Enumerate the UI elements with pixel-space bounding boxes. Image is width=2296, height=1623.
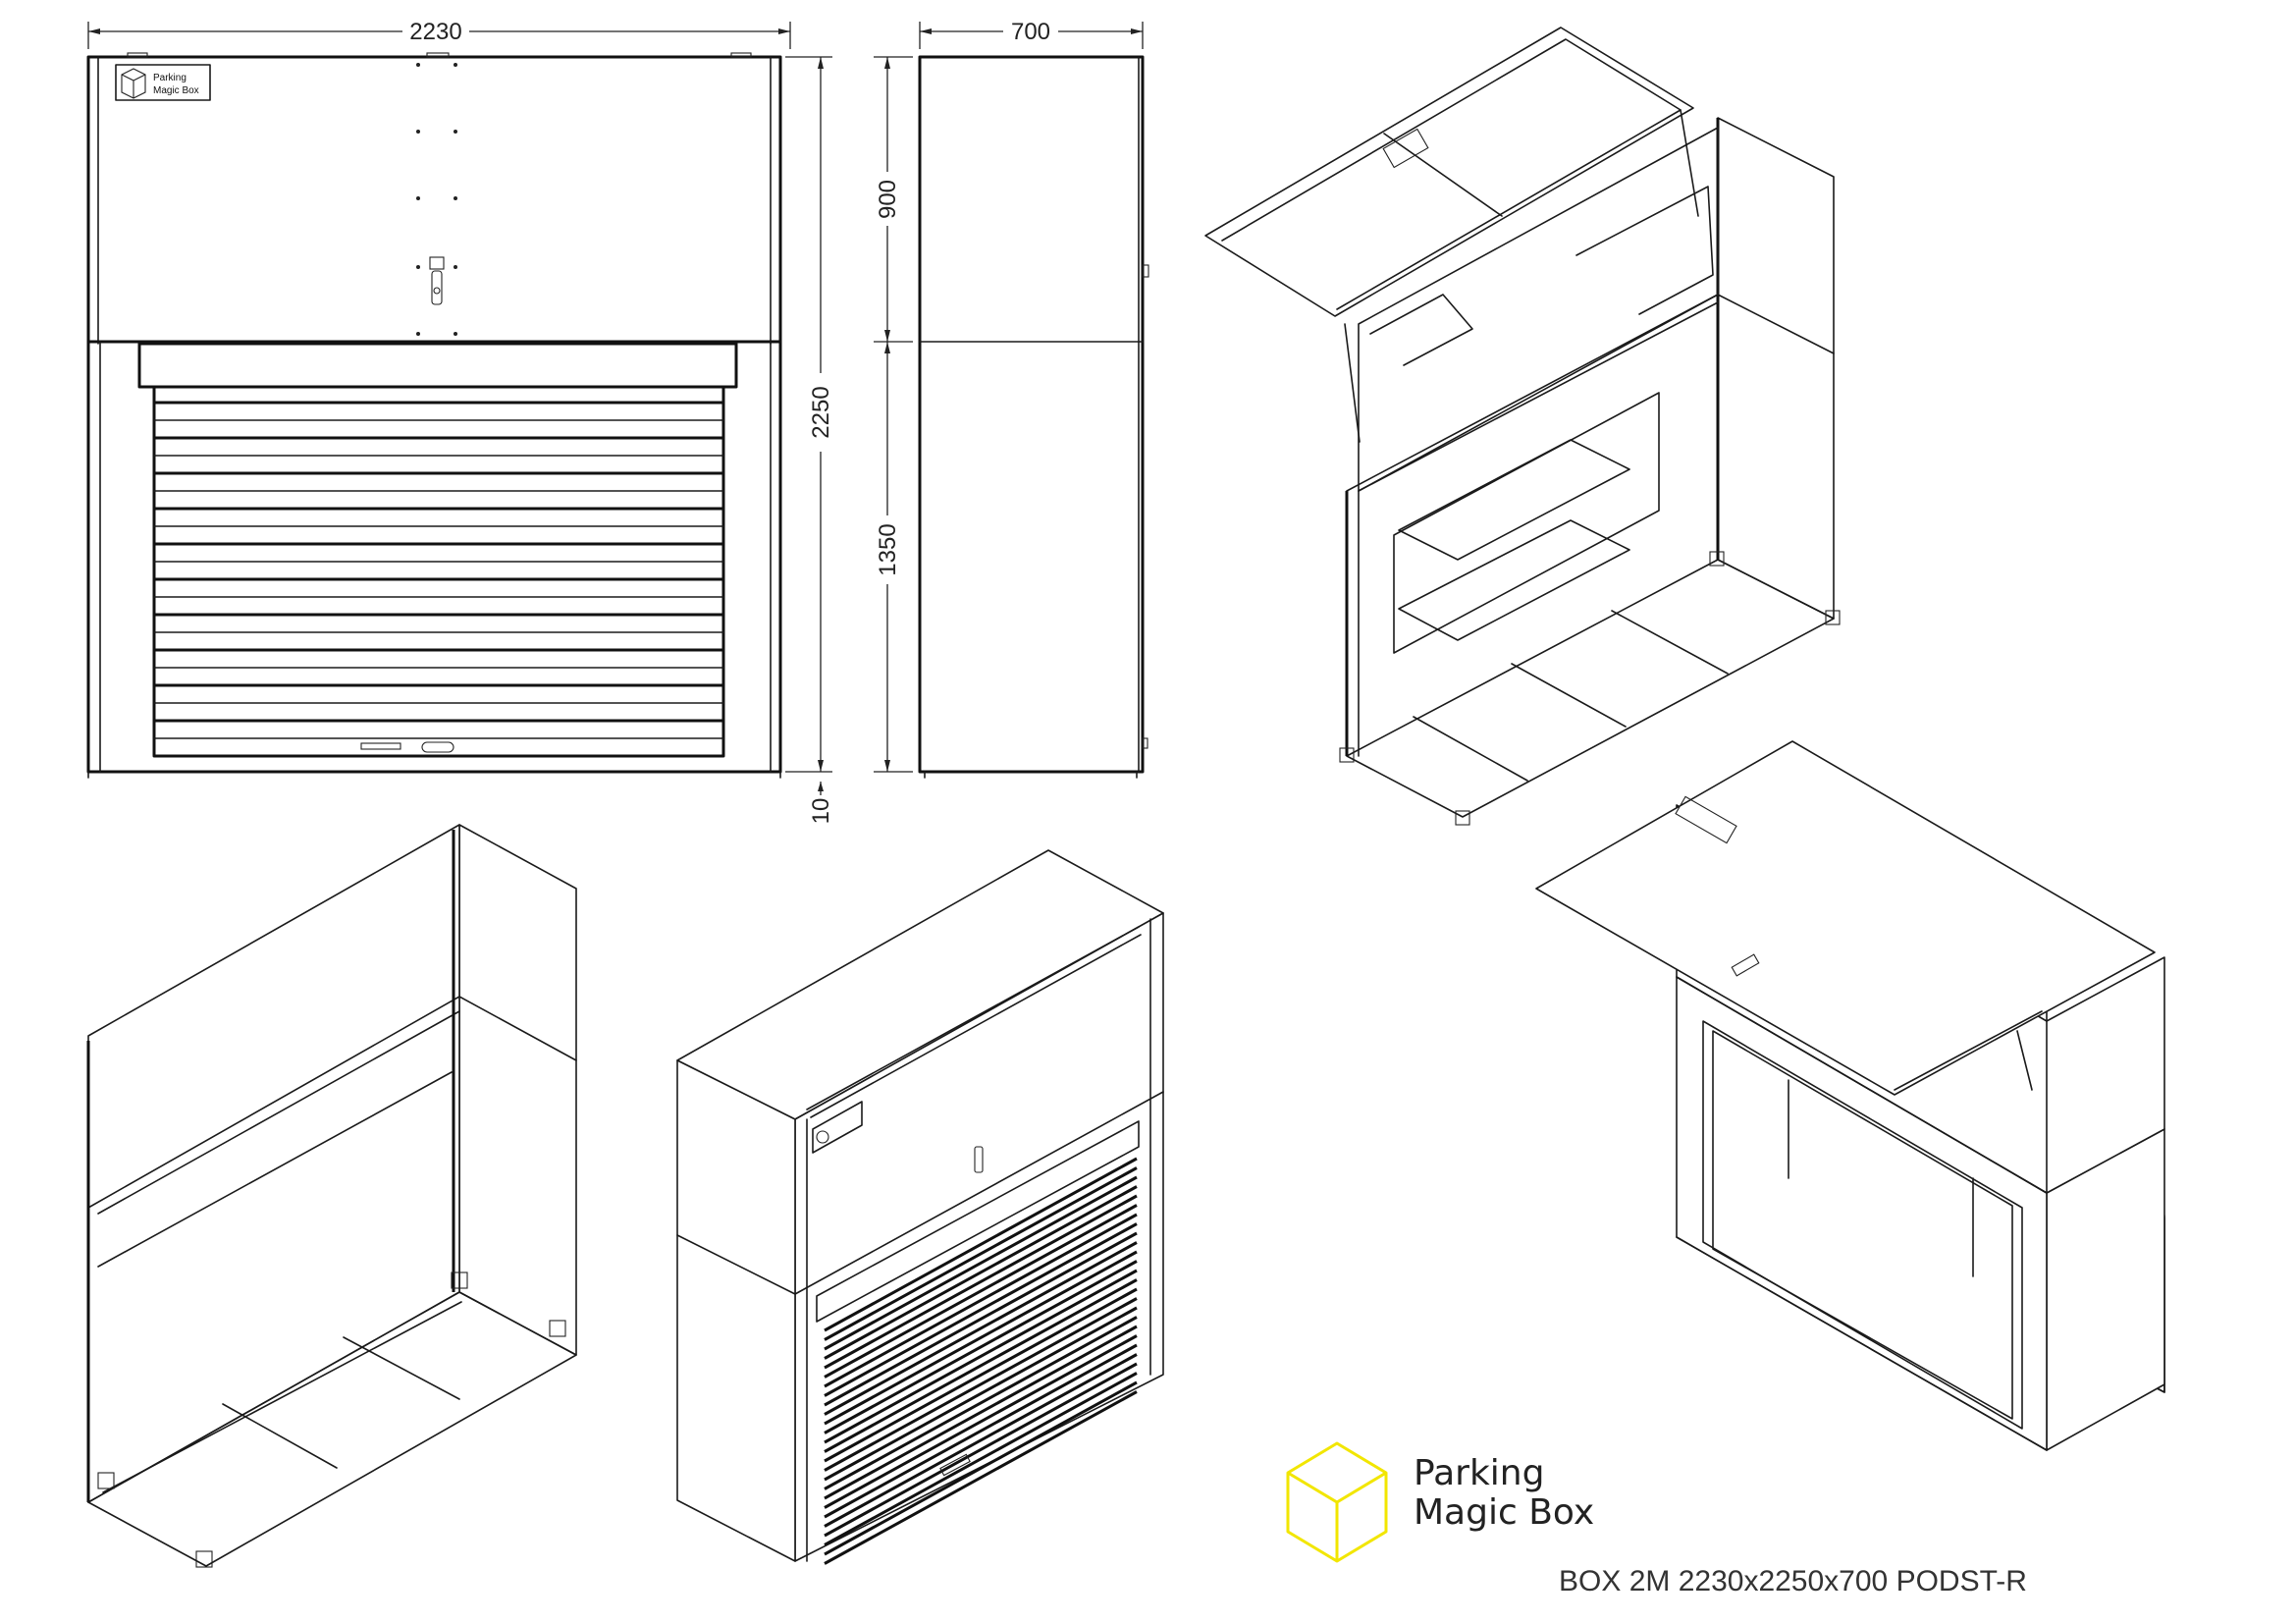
- dim-label-height-top: 900: [875, 180, 901, 219]
- front-elevation-view: Parking Magic Box: [86, 52, 782, 779]
- isometric-open-flap-view: [1535, 740, 2165, 1451]
- isometric-frame-view: [86, 824, 577, 1568]
- iso-shutter-slat: [824, 1204, 1138, 1379]
- iso-shutter-slat: [824, 1250, 1138, 1426]
- iso-shutter-slat: [824, 1260, 1138, 1434]
- iso-shutter-slat: [824, 1306, 1138, 1482]
- dimension-height-total: 2250 10: [785, 56, 834, 825]
- iso-shutter-slat: [824, 1334, 1138, 1509]
- fastener-dots: [416, 63, 457, 336]
- dim-label-height-total: 2250: [808, 386, 834, 438]
- iso-shutter-slat: [824, 1194, 1138, 1370]
- iso-shutter-slat: [824, 1278, 1138, 1453]
- brand-name-line1: Parking: [1414, 1453, 1544, 1493]
- iso-shutter-slat: [824, 1390, 1138, 1565]
- svg-text:Parking: Parking: [153, 73, 187, 83]
- dim-label-width: 2230: [409, 19, 461, 45]
- brand-name-line2: Magic Box: [1414, 1492, 1594, 1533]
- model-label: BOX 2M 2230x2250x700 PODST-R: [1559, 1565, 2027, 1597]
- iso-shutter-slat: [824, 1231, 1138, 1407]
- iso-shutter-slat: [824, 1372, 1138, 1546]
- iso-shutter-slat: [824, 1362, 1138, 1538]
- small-logo-iso: [812, 1101, 863, 1154]
- side-elevation-view: [918, 55, 1149, 779]
- svg-text:Magic Box: Magic Box: [153, 85, 199, 96]
- iso-shutter-slat: [824, 1343, 1138, 1519]
- iso-shutter-slat: [824, 1157, 1138, 1332]
- iso-shutter-slat: [824, 1316, 1138, 1490]
- iso-shutter-slat: [824, 1325, 1138, 1500]
- iso-shutter-slat: [824, 1353, 1138, 1528]
- dimension-height-parts: 900 1350: [874, 56, 913, 773]
- roller-shutter-slats: [153, 401, 724, 739]
- brand-logo: Parking Magic Box: [1286, 1441, 1594, 1563]
- dim-label-depth: 700: [1011, 19, 1050, 45]
- iso-shutter-slat: [824, 1175, 1138, 1351]
- dim-label-height-bottom: 1350: [875, 523, 901, 575]
- iso-shutter-slat: [824, 1213, 1138, 1388]
- isometric-open-top-view: [1204, 27, 1841, 826]
- iso-shutter-slat: [824, 1287, 1138, 1463]
- iso-shutter-slat: [824, 1269, 1138, 1444]
- iso-shutter-slat: [824, 1297, 1138, 1472]
- iso-shutter-slat: [824, 1222, 1138, 1397]
- iso-shutter-slat: [824, 1166, 1138, 1341]
- small-logo-front: Parking Magic Box: [115, 64, 211, 101]
- dim-label-ground-gap: 10: [808, 798, 834, 825]
- iso-shutter-slat: [824, 1241, 1138, 1416]
- isometric-shutter-slats: [824, 1157, 1138, 1565]
- dimension-width: 2230: [87, 19, 791, 49]
- iso-shutter-slat: [824, 1380, 1138, 1556]
- iso-shutter-slat: [824, 1185, 1138, 1360]
- dimension-depth: 700: [919, 19, 1144, 49]
- isometric-closed-view: [676, 849, 1164, 1565]
- cube-logo-icon: [1286, 1441, 1388, 1563]
